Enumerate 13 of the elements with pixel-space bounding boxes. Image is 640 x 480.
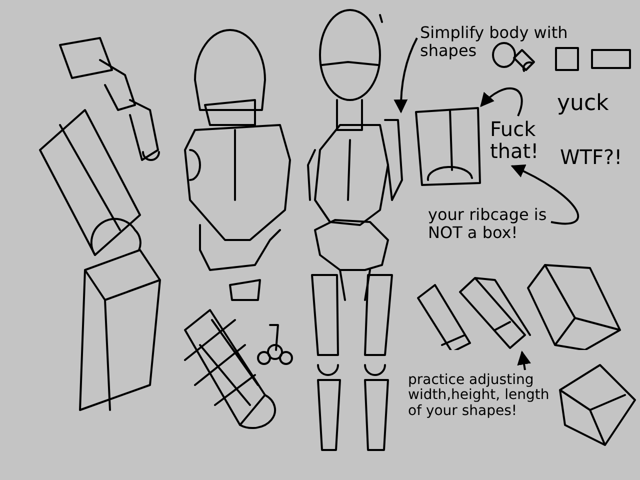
arrow: [480, 87, 523, 116]
annotation-note: WTF?!: [560, 146, 635, 168]
annotation-note: Fuck that!: [490, 118, 552, 162]
ribcage-box-drawing: [415, 107, 481, 186]
arrow: [510, 164, 579, 225]
arrow: [394, 38, 418, 114]
annotation-note: yuck: [557, 92, 627, 116]
box-sketches-drawing: [417, 264, 621, 350]
annotation-note: practice adjusting width,height, length of your shapes!: [408, 373, 550, 420]
mannequin-figure-drawing: [307, 9, 403, 451]
annotation-note: Simplify body with shapes: [420, 24, 620, 60]
annotation-note: your ribcage is NOT a box!: [428, 206, 578, 242]
arrow: [517, 350, 531, 370]
